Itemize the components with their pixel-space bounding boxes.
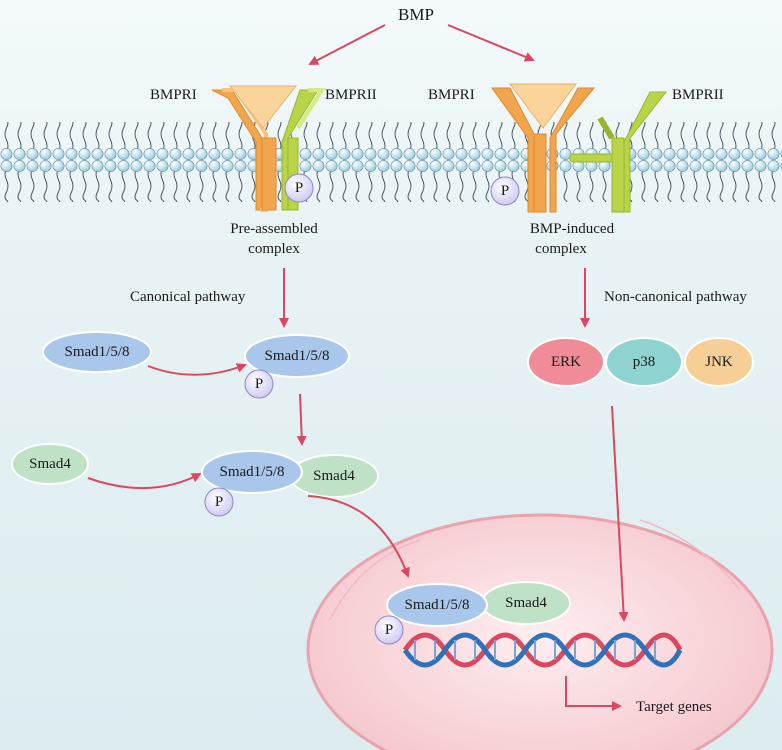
complex-label-left-line1: Pre-assembled (230, 221, 318, 237)
phosphorylation-arrow (147, 363, 247, 376)
r-smad-free: Smad1/5/8 (42, 331, 152, 373)
svg-text:Smad1/5/8: Smad1/5/8 (64, 344, 129, 360)
svg-text:P: P (215, 494, 223, 510)
bmprii-label-right: BMPRII (672, 87, 724, 103)
mapk-nuclear-arrow (611, 405, 629, 622)
nucleus (306, 513, 774, 750)
p38-node: p38 (605, 337, 683, 387)
jnk-node: JNK (684, 337, 754, 387)
svg-text:p38: p38 (633, 354, 656, 370)
cell-membrane (0, 122, 782, 202)
phospho-r-smad: P (244, 369, 274, 399)
transcription-arrow (565, 676, 622, 711)
svg-text:Smad1/5/8: Smad1/5/8 (264, 348, 329, 364)
complex-label-right-line1: BMP-induced (530, 221, 615, 237)
complex-label-right-line2: complex (535, 241, 587, 257)
svg-text:P: P (255, 376, 263, 392)
ligand-label: BMP (398, 5, 434, 24)
co-smad-free: Smad4 (11, 443, 89, 485)
complex-label-left-line2: complex (248, 241, 300, 257)
svg-text:Smad1/5/8: Smad1/5/8 (219, 464, 284, 480)
target-genes-label: Target genes (636, 699, 712, 715)
ligand-arrow-left (308, 24, 386, 65)
bmpri-label-right: BMPRI (428, 87, 475, 103)
non-canonical-pathway-label: Non-canonical pathway (604, 289, 747, 305)
svg-text:Smad4: Smad4 (505, 595, 547, 611)
svg-text:Smad1/5/8: Smad1/5/8 (404, 597, 469, 613)
svg-text:JNK: JNK (705, 354, 733, 370)
nuclear-pore (329, 539, 421, 621)
complex-formation-arrow (296, 393, 307, 446)
smad4-binding-arrow (87, 473, 202, 490)
r-smad-phosphorylated: Smad1/5/8 (244, 334, 350, 378)
nuclear-pore (639, 519, 741, 591)
erk-node: ERK (527, 337, 605, 387)
svg-text:P: P (385, 622, 393, 638)
nuclear-translocation-arrow (307, 495, 410, 578)
phospho-left-receptor: P (284, 173, 314, 203)
svg-text:ERK: ERK (551, 354, 581, 370)
bmpri-label-left: BMPRI (150, 87, 197, 103)
svg-text:P: P (295, 180, 303, 196)
receptor-complex-left (211, 85, 326, 212)
canonical-pathway-label: Canonical pathway (130, 289, 246, 305)
ligand-arrow-right (447, 24, 535, 62)
dna-helix (402, 632, 683, 668)
bmp-ligand-left (228, 85, 298, 129)
bmprii-label-left: BMPRII (325, 87, 377, 103)
phospho-right-receptor: P (490, 176, 520, 206)
svg-text:Smad4: Smad4 (29, 456, 71, 472)
receptor-link (569, 153, 615, 163)
receptor-complex-right (491, 83, 668, 213)
smad-complex-cytoplasm: Smad4 Smad1/5/8 P (201, 450, 379, 517)
smad-complex-nucleus: Smad4 Smad1/5/8 P (374, 581, 571, 645)
svg-text:P: P (501, 183, 509, 199)
bmp-ligand-right (509, 83, 577, 129)
svg-text:Smad4: Smad4 (313, 468, 355, 484)
